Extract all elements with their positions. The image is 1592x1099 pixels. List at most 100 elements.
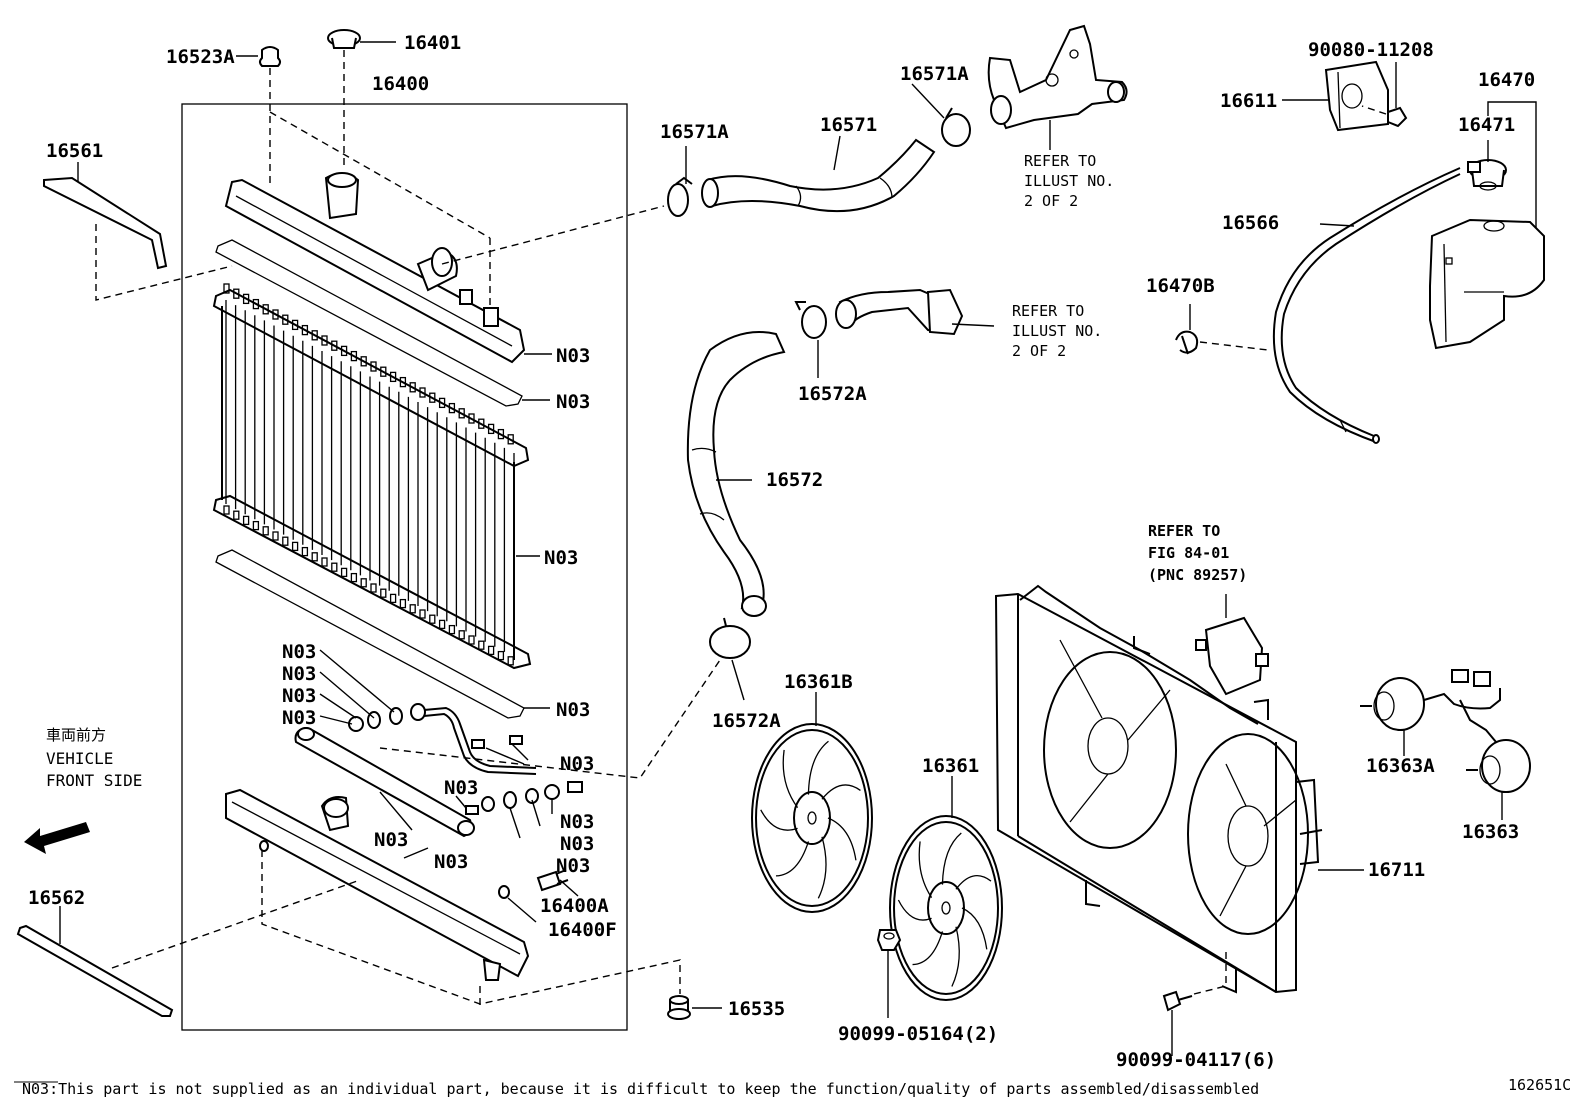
label-16571A-left: 16571A	[660, 121, 729, 143]
label-16711: 16711	[1368, 859, 1425, 881]
core-tooth	[360, 356, 367, 367]
label-16535: 16535	[728, 998, 785, 1020]
core-tooth	[458, 630, 465, 640]
core-tooth	[497, 428, 505, 440]
label-16471: 16471	[1458, 114, 1515, 136]
footnote-n03: N03:This part is not supplied as an indi…	[22, 1080, 1259, 1098]
n03-leader	[319, 693, 357, 719]
radiator-core	[212, 283, 532, 670]
fan-relay-module	[1195, 616, 1269, 696]
core-tooth	[350, 350, 358, 362]
fan-blade	[821, 784, 861, 800]
label-16470: 16470	[1478, 69, 1535, 91]
core-tooth	[429, 392, 436, 403]
label-16400F: 16400F	[548, 919, 617, 941]
svg-text:REFER TO: REFER TO	[1024, 152, 1096, 170]
core-tooth	[370, 361, 377, 372]
n03-label: N03	[560, 753, 594, 775]
fan-16361B	[751, 723, 873, 913]
fan-blade	[951, 926, 960, 987]
bracket-16611	[1324, 60, 1389, 132]
core-tooth	[233, 510, 240, 520]
n03-label: N03	[434, 851, 468, 873]
seal-16561	[43, 176, 168, 270]
radiator-cap-16401	[327, 29, 361, 168]
drain-cock-plug-16523A	[259, 46, 281, 188]
fan-blade	[955, 875, 992, 890]
core-tooth	[380, 366, 387, 377]
core-tooth	[419, 387, 426, 398]
fan-blade	[782, 749, 799, 808]
refer-fig-note: REFER TO FIG 84-01 (PNC 89257)	[1148, 522, 1247, 584]
core-tooth	[468, 413, 475, 424]
core-tooth	[419, 609, 426, 619]
label-16361: 16361	[922, 755, 979, 777]
hose-clamp-16572A-top	[794, 301, 827, 339]
water-inlet-pipe	[835, 288, 964, 336]
label-16572: 16572	[766, 469, 823, 491]
label-90099-04117: 90099-04117(6)	[1116, 1049, 1276, 1071]
refer-illust-note-2: REFER TO ILLUST NO. 2 OF 2	[1012, 302, 1102, 360]
n03-leader	[379, 791, 413, 831]
upper-gasket	[215, 239, 523, 407]
core-tooth	[331, 562, 338, 572]
n03-leader	[319, 715, 353, 725]
n03-label: N03	[282, 663, 316, 685]
label-16361B: 16361B	[784, 671, 853, 693]
fan-shroud-16711	[994, 584, 1323, 994]
fan-blade	[918, 841, 933, 898]
fan-motor-16363	[1459, 699, 1531, 793]
label-16523A: 16523A	[166, 46, 235, 68]
radiator-assembly-box	[181, 103, 628, 1031]
core-tooth	[438, 397, 446, 409]
radiator-hose-outlet-16572	[686, 331, 786, 617]
fan-blade	[807, 740, 829, 795]
core-tooth	[252, 520, 260, 531]
n03-label: N03	[556, 391, 590, 413]
n03-label: N03	[282, 685, 316, 707]
label-16566: 16566	[1222, 212, 1279, 234]
core-tooth	[291, 319, 299, 331]
svg-text:FRONT SIDE: FRONT SIDE	[46, 771, 142, 790]
n03-label: N03	[556, 855, 590, 877]
svg-text:ILLUST NO.: ILLUST NO.	[1024, 172, 1114, 190]
figure-code: 162651C	[1508, 1076, 1571, 1094]
nut-90099-05164	[876, 929, 902, 951]
hose-clip-16470B	[1175, 330, 1199, 355]
core-tooth	[507, 656, 514, 666]
core-tooth	[272, 531, 279, 541]
label-90099-05164: 90099-05164(2)	[838, 1023, 998, 1045]
core-tooth	[311, 330, 318, 341]
part-labels: 16523A 16401 16400 16561 16562 16535 164…	[28, 32, 1535, 1071]
n03-label: N03	[282, 707, 316, 729]
n03-label: N03	[556, 345, 590, 367]
reservoir-hose-16566	[1272, 161, 1481, 444]
label-16572A-bottom: 16572A	[712, 710, 781, 732]
label-90080-11208: 90080-11208	[1308, 39, 1434, 61]
core-tooth	[321, 557, 328, 567]
cooler-washers-upper	[348, 703, 537, 775]
svg-text:車両前方: 車両前方	[46, 726, 106, 744]
core-tooth	[429, 614, 436, 624]
fan-blade	[775, 841, 810, 877]
core-tooth	[252, 298, 260, 310]
core-tooth	[282, 536, 289, 546]
svg-text:2 OF 2: 2 OF 2	[1012, 342, 1066, 360]
seal-16562	[16, 924, 174, 1017]
n03-leader	[319, 649, 395, 713]
label-16470B: 16470B	[1146, 275, 1215, 297]
label-16561: 16561	[46, 140, 103, 162]
svg-text:(PNC 89257): (PNC 89257)	[1148, 566, 1247, 584]
fan-blade	[760, 809, 798, 831]
n03-leader	[511, 743, 529, 761]
core-tooth	[291, 541, 299, 552]
core-tooth	[370, 583, 377, 593]
core-tooth	[409, 382, 416, 393]
core-tooth	[497, 650, 505, 661]
core-tooth	[262, 304, 269, 315]
core-tooth	[340, 567, 348, 578]
core-tooth	[242, 293, 250, 305]
core-tooth	[282, 314, 289, 325]
bolt-90080-11208	[1387, 106, 1408, 128]
label-16611: 16611	[1220, 90, 1277, 112]
